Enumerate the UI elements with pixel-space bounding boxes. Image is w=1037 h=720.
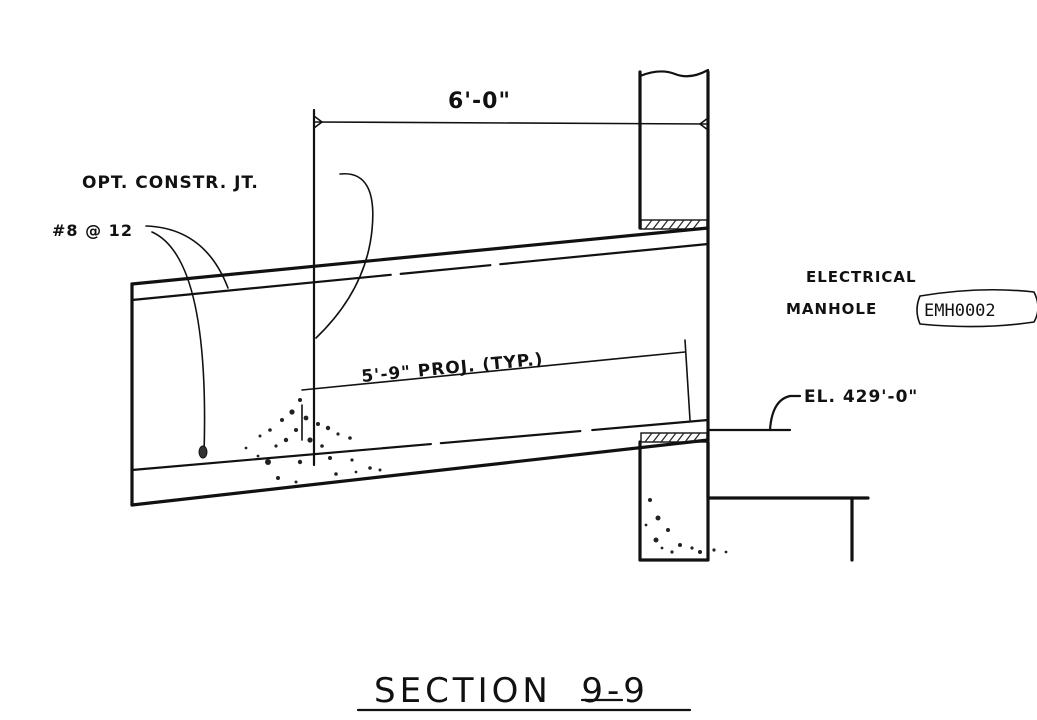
structure-tag: EMH0002	[924, 301, 996, 321]
section-title: SECTION 9-9	[374, 671, 649, 711]
aggregate-pile	[244, 398, 382, 484]
dimension-6ft	[313, 115, 709, 131]
manhole-upper-wall	[638, 68, 710, 230]
construction-joint-label: OPT. CONSTR. JT.	[82, 173, 259, 193]
rebar-label: #8 @ 12	[52, 221, 133, 240]
structure-label-line2: MANHOLE	[786, 300, 877, 318]
projection-label: 5'-9" PROJ. (TYP.)	[361, 350, 545, 387]
leader-construction-joint	[315, 173, 374, 339]
grade-line	[706, 394, 802, 432]
leader-rebar	[145, 225, 229, 459]
structure-label-line1: ELECTRICAL	[806, 268, 917, 286]
dimension-6ft-label: 6'-0"	[448, 89, 511, 114]
duct-bank-encasement	[130, 226, 710, 507]
dimension-projection	[301, 339, 691, 441]
title-underline	[356, 698, 692, 712]
elevation-label: EL. 429'-0"	[804, 387, 918, 407]
manhole-lower-wall	[638, 432, 870, 562]
structure-tag-bubble	[916, 288, 1037, 328]
